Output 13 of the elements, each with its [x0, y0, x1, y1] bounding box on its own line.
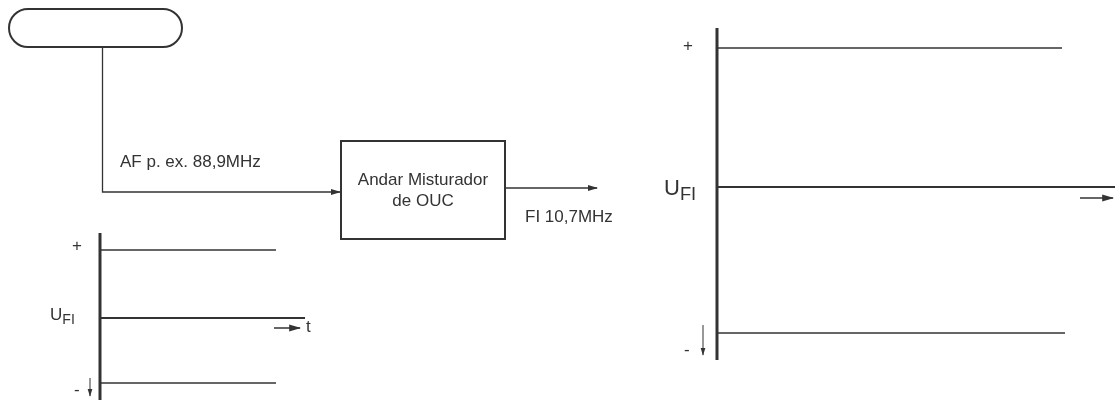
arrow — [505, 184, 599, 192]
process-box: Andar Misturador de OUC — [340, 140, 506, 240]
edge-label: FI 10,7MHz — [525, 207, 613, 227]
axis-label: U$_{FI}$ — [50, 305, 75, 328]
edge-label: AF p. ex. 88,9MHz — [120, 152, 261, 172]
axis-label: - — [74, 380, 80, 400]
axis-label: U$_{FI}$ — [664, 175, 697, 206]
axis-label: + — [683, 36, 693, 56]
axis-label: t — [306, 317, 311, 337]
rounded-box — [8, 8, 183, 48]
arrow — [101, 47, 342, 196]
axis-label: - — [684, 340, 690, 360]
axis-label: + — [72, 236, 82, 256]
